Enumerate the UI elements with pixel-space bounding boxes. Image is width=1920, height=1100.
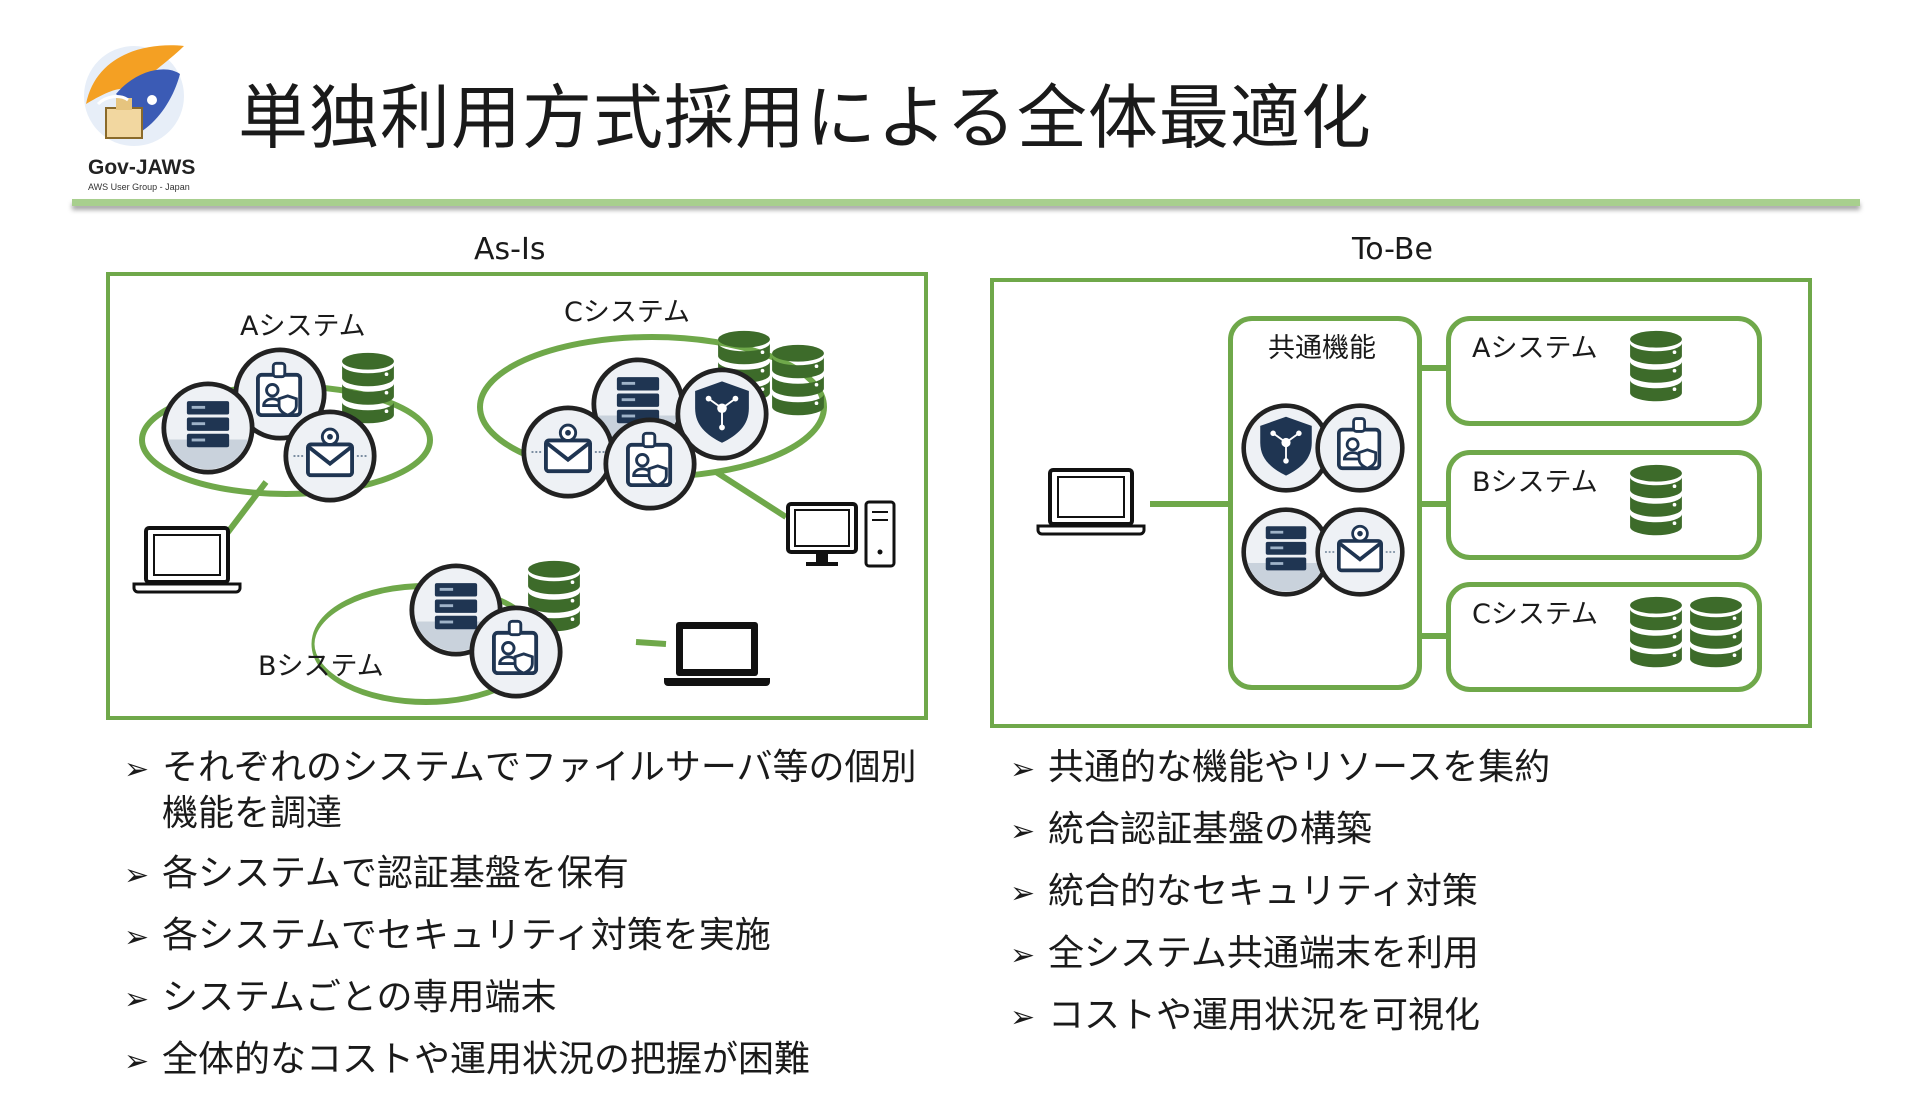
to-be-system-c-database-icon-2: [1690, 596, 1742, 668]
as-is-diagram: [132, 330, 896, 705]
as-is-bullet: ➢システムごとの専用端末: [124, 976, 924, 1022]
as-is-bullets: ➢それぞれのシステムでファイルサーバ等の個別機能を調達 ➢各システムで認証基盤を…: [124, 746, 924, 1100]
to-be-system-a-box: [1446, 316, 1762, 426]
to-be-bullet: ➢共通的な機能やリソースを集約: [1010, 746, 1810, 792]
shared-laptop-icon: [1036, 468, 1146, 536]
as-is-panel: [106, 272, 928, 720]
system-a-database-icon: [342, 352, 394, 424]
to-be-system-b-database-icon: [1630, 464, 1682, 536]
bullet-marker: ➢: [1010, 938, 1036, 973]
page-title: 単独利用方式採用による全体最適化: [238, 77, 1372, 159]
common-functions-icons: [1228, 316, 1422, 690]
bullet-marker: ➢: [1010, 876, 1036, 911]
to-be-system-c-database-icon-1: [1630, 596, 1682, 668]
to-be-bullet: ➢統合的なセキュリティ対策: [1010, 870, 1810, 916]
bullet-marker: ➢: [124, 920, 150, 955]
common-functions-label: 共通機能: [1268, 333, 1376, 364]
system-a-server-icon: [164, 384, 252, 472]
as-is-system-b-label: Bシステム: [258, 651, 384, 682]
to-be-system-a-label: Aシステム: [1472, 333, 1598, 364]
bullet-marker: ➢: [124, 858, 150, 893]
bullet-marker: ➢: [124, 1044, 150, 1079]
system-a-mail-icon: [286, 412, 374, 500]
bullet-marker: ➢: [1010, 752, 1036, 787]
to-be-system-c-database-icons: [1630, 596, 1742, 668]
system-c-mail-icon: [524, 408, 612, 496]
as-is-system-a-label: Aシステム: [240, 311, 366, 342]
logo-subtitle: AWS User Group - Japan: [88, 182, 190, 192]
connector-b-laptop: [635, 639, 667, 647]
common-mail-icon: [1318, 510, 1403, 595]
bullet-marker: ➢: [1010, 1000, 1036, 1035]
to-be-bullets: ➢共通的な機能やリソースを集約 ➢統合認証基盤の構築 ➢統合的なセキュリティ対策…: [1010, 746, 1810, 1056]
bullet-marker: ➢: [124, 752, 150, 787]
to-be-diagram: [1036, 365, 1448, 639]
as-is-bullet: ➢全体的なコストや運用状況の把握が困難: [124, 1038, 924, 1084]
header-rule: [72, 199, 1860, 206]
system-c-database-icon-2: [772, 344, 824, 416]
system-b-badge-icon: [472, 608, 560, 696]
to-be-bullet: ➢統合認証基盤の構築: [1010, 808, 1810, 854]
to-be-label: To-Be: [1352, 232, 1433, 267]
to-be-system-a-database-icon: [1630, 330, 1682, 402]
system-c-badge-icon: [606, 420, 694, 508]
common-functions-box: [1228, 316, 1422, 690]
to-be-system-b-box: [1446, 450, 1762, 560]
gov-jaws-logo-icon: [84, 45, 184, 146]
to-be-bullet: ➢全システム共通端末を利用: [1010, 932, 1810, 978]
to-be-bullet: ➢コストや運用状況を可視化: [1010, 994, 1810, 1040]
logo-name: Gov-JAWS: [88, 156, 196, 179]
bullet-marker: ➢: [1010, 814, 1036, 849]
as-is-label: As-Is: [474, 232, 546, 267]
system-b-laptop-icon: [664, 622, 770, 686]
connector-c-desktop: [714, 469, 788, 520]
system-c-desktop-icon: [786, 500, 896, 568]
to-be-panel: [990, 278, 1812, 728]
as-is-bullet: ➢各システムでセキュリティ対策を実施: [124, 914, 924, 960]
as-is-system-c-label: Cシステム: [564, 297, 691, 328]
common-badge-icon: [1318, 406, 1403, 491]
as-is-bullet: ➢各システムで認証基盤を保有: [124, 852, 924, 898]
bullet-marker: ➢: [124, 982, 150, 1017]
system-a-laptop-icon: [132, 526, 242, 594]
to-be-system-c-label: Cシステム: [1472, 599, 1599, 630]
as-is-bullet: ➢それぞれのシステムでファイルサーバ等の個別機能を調達: [124, 747, 917, 834]
to-be-system-b-label: Bシステム: [1472, 467, 1598, 498]
